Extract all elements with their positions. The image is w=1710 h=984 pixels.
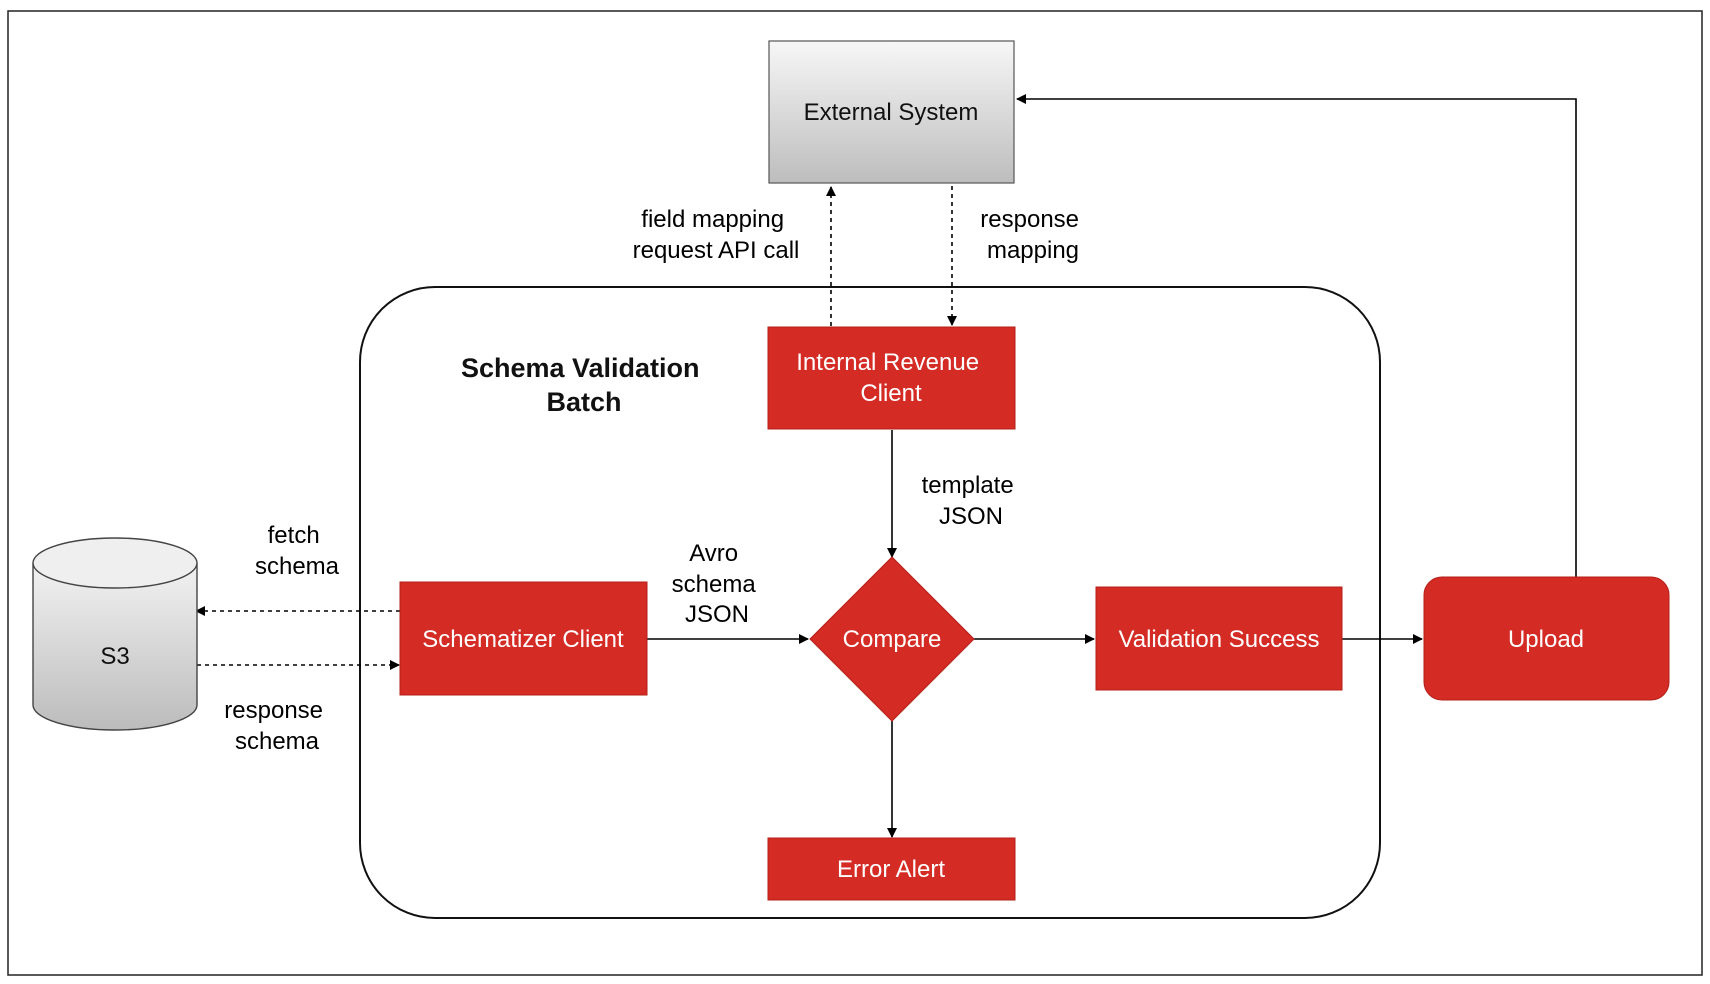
upload-node[interactable]: Upload bbox=[1423, 576, 1670, 701]
response-schema-label: response schema bbox=[224, 697, 329, 755]
upload-label: Upload bbox=[1508, 626, 1584, 653]
external-system-label: External System bbox=[804, 99, 979, 126]
edge-upload-to-external-system bbox=[1016, 94, 1577, 577]
error-alert-label: Error Alert bbox=[837, 856, 945, 883]
validation-success-node[interactable]: Validation Success bbox=[1095, 586, 1343, 691]
schematizer-client-label: Schematizer Client bbox=[422, 626, 624, 653]
s3-label: S3 bbox=[100, 643, 129, 670]
validation-success-label: Validation Success bbox=[1119, 626, 1320, 653]
compare-label: Compare bbox=[843, 626, 942, 653]
template-json-label: template JSON bbox=[922, 472, 1021, 530]
avro-schema-json-label: Avro schema JSON bbox=[672, 540, 763, 628]
internal-revenue-client-label: Internal Revenue Client bbox=[796, 349, 985, 407]
error-alert-node[interactable]: Error Alert bbox=[767, 837, 1016, 901]
s3-database-node[interactable]: S3 bbox=[32, 537, 198, 731]
fetch-schema-label: fetch schema bbox=[255, 522, 340, 580]
field-mapping-label: field mapping request API call bbox=[633, 206, 800, 264]
batch-title: Schema Validation Batch bbox=[461, 353, 707, 417]
external-system-node[interactable]: External System bbox=[768, 40, 1015, 184]
compare-decision-node[interactable]: Compare bbox=[809, 556, 975, 722]
response-mapping-label: response mapping bbox=[980, 206, 1085, 264]
internal-revenue-client-node[interactable]: Internal Revenue Client bbox=[767, 326, 1016, 430]
schematizer-client-node[interactable]: Schematizer Client bbox=[399, 581, 648, 696]
